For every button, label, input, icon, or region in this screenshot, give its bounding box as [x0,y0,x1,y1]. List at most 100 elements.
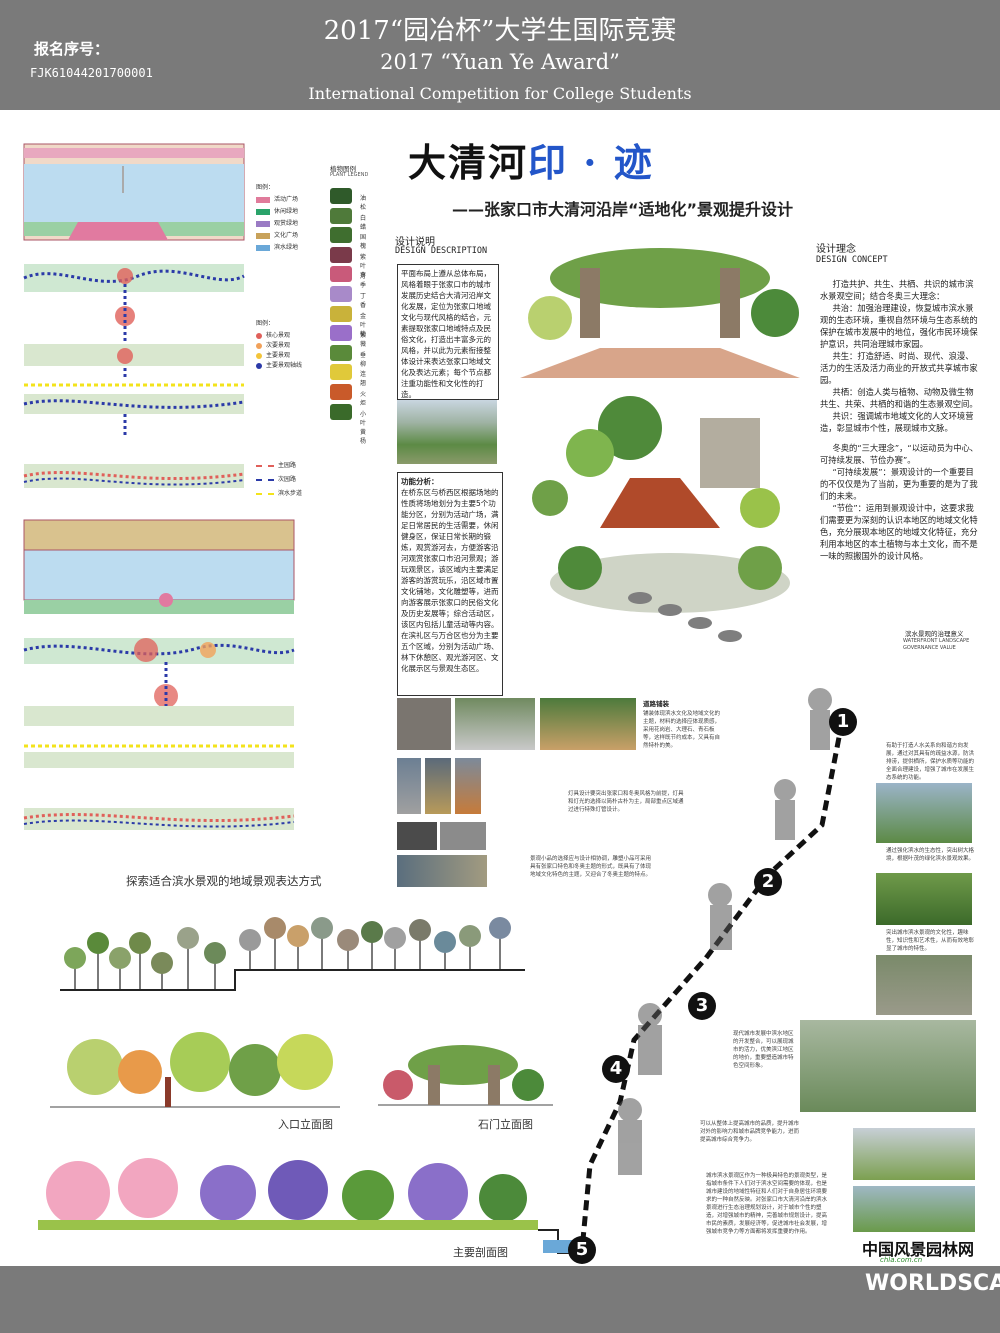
plant-name: 白蜡 [360,214,367,231]
header-subtitle-en: International Competition for College St… [308,84,692,103]
plant-legend-heading-en: PLANT LEGEND [330,172,369,178]
plant-thumbnail [330,227,352,244]
plant-thumbnail [330,403,352,420]
governance-title-cn: 滨水景观的治理意义 [905,630,964,638]
stem-photo-circle [239,929,261,951]
plant-name: 金叶榆 [360,312,367,338]
stem-photo-circle [459,925,481,947]
concept-p3: 共生：打造舒适、时尚、现代、浪漫、活力的生活及活力商业的开放式共享城市家园。 [820,351,978,385]
concept-p1: 打造共护、共生、共栖、共识的城市滨水景观空间；结合冬奥三大理念： [820,279,974,301]
zone-legend-item: 文化广场 [256,230,298,239]
governance-timeline [579,688,845,1251]
governance-photo-5 [853,1128,975,1180]
footer-logo-en: WORLDSCAPE [865,1271,1000,1296]
registration-number: FJK61044201700001 [30,66,153,80]
main-section [38,1158,579,1254]
step-5-badge: 5 [568,1236,596,1264]
step-2-badge: 2 [754,868,782,896]
site-photo [397,400,497,464]
lamp-note: 灯具设计要突出张家口和冬奥风格为前提，灯具和灯光的选择以简朴古朴为主，局部重点区… [568,791,684,813]
design-desc-heading-cn: 设计说明 [395,237,435,248]
paving-photo-2 [455,698,535,750]
lamp-photo-1 [397,758,421,814]
zone-legend-label: 观赏绿地 [274,220,299,227]
registration-label: 报名序号： [34,40,110,58]
stone-gate-elevation [378,1045,553,1106]
governance-photo-1 [876,783,972,843]
path-plan-east [23,383,245,438]
zone-legend-item: 滨水绿地 [256,242,298,251]
plant-name: 火炬 [360,391,367,407]
landscape-expression-diagram [60,917,525,991]
poster-title-part2: 印 · 迹 [528,140,654,185]
node-plan-west [23,638,295,726]
footer-logo-cn: 中国风景园林网 [862,1240,975,1259]
plant-thumbnail [330,344,352,361]
plant-thumbnail [330,246,352,263]
zone-legend-label: 活动广场 [274,196,299,203]
plant-thumbnail [330,364,352,381]
plant-name: 油松 [360,195,367,211]
zone-swatch [256,232,270,239]
path-swatch [256,464,274,467]
concept-p7: “可持续发展”：景观设计的一个重要目的不仅仅是为了当前，更为重要的是为了我们的未… [820,467,978,501]
section-caption: 主要剖面图 [453,1246,508,1259]
node-legend-heading: 图例： [256,320,275,327]
zone-legend-label: 休闲绿地 [274,208,299,215]
master-plan-west [23,519,295,614]
poster-subtitle: ——张家口市大清河沿岸“适地化”景观提升设计 [452,200,794,219]
paving-photo-3 [540,698,636,750]
header-bar: 2017“园冶杯”大学生国际竞赛 2017 “Yuan Ye Award” In… [0,0,1000,110]
zone-swatch [256,208,270,215]
path-legend-item: 次园路 [256,474,296,483]
plant-name: 垂柳 [360,351,367,368]
stem-photo-circle [264,917,286,939]
governance-note-1: 有助于打造人水关系向和谐方向发展，通过对其具有的疏益水源，防洪排涝，提供栖所，保… [886,743,975,781]
node-swatch [256,332,262,339]
step-1-badge: 1 [829,708,857,736]
governance-note-2: 通过强化滨水的生态性，突出树大格境，根据叶茂的绿化滨水景观效果。 [886,848,975,862]
sketch-photo-3 [397,855,487,887]
plant-thumbnail [330,305,352,322]
stem-photo-circle [337,929,359,951]
zone-legend-label: 文化广场 [274,232,299,239]
plant-name: 月季 [360,273,367,290]
sketch-stepping-stones [550,546,790,642]
node-legend-item: 主要景观 [256,350,290,359]
path-legend-item: 滨水步道 [256,488,302,497]
node-plan-east [23,264,245,378]
perspective-sketches [520,248,800,642]
governance-photo-3 [876,955,972,1015]
node-legend-item: 核心景观 [256,330,290,339]
plant-name: 紫薇 [360,332,367,349]
node-legend-label: 次要景观 [266,342,291,349]
entrance-caption: 入口立面图 [278,1118,333,1131]
zone-legend-heading: 图例： [256,184,275,191]
poster-title-part1: 大清河 [408,140,529,185]
stem-photo-circle [311,917,333,939]
step-4-badge: 4 [602,1055,630,1083]
header-title-cn: 2017“园冶杯”大学生国际竞赛 [323,16,677,46]
zone-legend-item: 活动广场 [256,194,298,203]
zone-legend-item: 观赏绿地 [256,218,298,227]
design-desc-body: 平面布局上遵从总体布局，风格着眼于张家口市的城市发展历史结合大清河沿岸文化发展，… [397,264,499,400]
concept-p2: 共治：加强治理建设，恢复城市滨水景观的生态环境，重视自然环境与生态系统的保护在城… [820,303,978,349]
zone-legend-item: 休闲绿地 [256,206,298,215]
paving-photo-1 [397,698,451,750]
stem-photo-circle [64,947,86,969]
path-swatch [256,492,274,495]
stem-photo-circle [361,921,383,943]
footer-logo-url: chla.com.cn [880,1256,923,1264]
function-analysis-body: 在桥东区与桥西区根据场地的性质将场地划分为主要5个功能分区，分别为活动广场，满足… [401,488,499,673]
step-3-badge: 3 [688,992,716,1020]
governance-note-6: 城市滨水景观区作为一种极具特色的景观类型，是指城市条件下人们对于滨水空间需要的体… [706,1173,828,1235]
governance-note-3: 突出城市滨水景观的文化性，趣味性，知识性和艺术性，从而有效地彰显了城市的特性。 [886,930,975,952]
node-swatch [256,342,262,349]
concept-p8: “节俭”：运用到景观设计中，这要求我们需要更为深刻的认识本地区的地域文化特色，充… [820,503,978,561]
paving-note: 铺装体现滨水文化及地域文化的主题，材料的选择应体现质感，采用花岗岩、大理石、青石… [643,711,721,749]
stem-photo-circle [204,942,226,964]
plant-name: 小叶黄杨 [360,410,367,445]
node-legend-item: 主要景观轴线 [256,360,302,369]
stem-photo-circle [434,931,456,953]
plant-thumbnail [330,207,352,224]
